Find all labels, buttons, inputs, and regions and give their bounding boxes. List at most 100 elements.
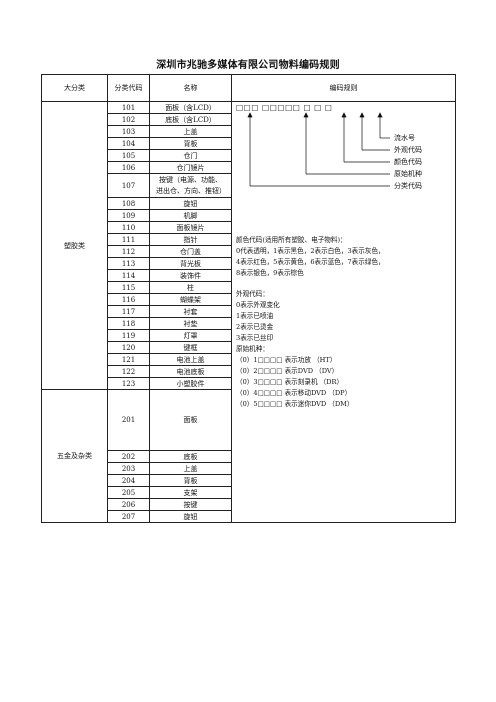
name-cell: 上盖 — [149, 462, 232, 475]
original-line: （0）1□□□□ 表示功放 （HT） — [236, 356, 337, 364]
rule-content: □□□ □□□□□ □ □ □ 流水号外观代码颜色代码原始机种分类代码颜色代码(适… — [233, 103, 455, 522]
code-structure-diagram — [247, 112, 390, 187]
name-cell: 背光板 — [149, 257, 232, 270]
name-cell: 装饰件 — [149, 269, 232, 282]
code-cell: 118 — [107, 317, 150, 330]
code-cell: 206 — [107, 498, 150, 511]
code-cell: 116 — [107, 293, 150, 306]
code-cell: 115 — [107, 281, 150, 294]
header-rule: 编码规则 — [231, 74, 456, 102]
code-cell: 107 — [107, 173, 150, 198]
rule-cell: □□□ □□□□□ □ □ □ 流水号外观代码颜色代码原始机种分类代码颜色代码(适… — [231, 101, 456, 523]
name-cell: 仓门盖 — [149, 245, 232, 258]
code-cell: 207 — [107, 510, 150, 523]
legend-original: 原始机种 — [394, 170, 422, 178]
rule-description: 颜色代码(适用所有塑胶、电子物料)： 0代表透明，1表示黑色，2表示白色，3表示灰… — [236, 235, 455, 410]
code-cell: 108 — [107, 197, 150, 210]
name-cell: 机脚 — [149, 209, 232, 222]
legend-category: 分类代码 — [394, 182, 422, 190]
name-cell: 电池底板 — [149, 365, 232, 378]
legend-serial: 流水号 — [394, 134, 415, 142]
name-cell: 面板 — [149, 389, 232, 451]
code-cell: 202 — [107, 450, 150, 463]
code-cell: 101 — [107, 101, 150, 114]
code-cell: 103 — [107, 125, 150, 138]
legend-appearance: 外观代码 — [394, 146, 422, 154]
header-name: 名称 — [149, 74, 232, 102]
page-title: 深圳市兆驰多媒体有限公司物料编码规则 — [156, 60, 340, 71]
category-cell: 塑胶类 — [41, 101, 108, 390]
code-cell: 120 — [107, 341, 150, 354]
code-cell: 106 — [107, 161, 150, 174]
appearance-line: 1表示已喷油 — [236, 312, 274, 320]
color-title: 颜色代码(适用所有塑胶、电子物料)： — [236, 236, 347, 244]
color-line: 0代表透明，1表示黑色，2表示白色，3表示灰色， — [236, 247, 385, 255]
appearance-title: 外观代码： — [236, 290, 269, 298]
appearance-line: 2表示已烫金 — [236, 323, 274, 331]
name-cell: 旋钮 — [149, 197, 232, 210]
name-cell: 支架 — [149, 486, 232, 499]
name-cell: 背板 — [149, 474, 232, 487]
name-cell: 仓门 — [149, 149, 232, 162]
code-cell: 119 — [107, 329, 150, 342]
code-cell: 123 — [107, 377, 150, 390]
legend-color: 颜色代码 — [394, 158, 422, 166]
name-cell: 面板镜片 — [149, 221, 232, 234]
original-line: （0）5□□□□ 表示迷你DVD （DM） — [236, 400, 354, 408]
code-cell: 104 — [107, 137, 150, 150]
original-line: （0）2□□□□ 表示DVD （DV） — [236, 367, 339, 375]
name-cell: 底板（含LCD） — [149, 113, 232, 126]
name-cell: 上盖 — [149, 125, 232, 138]
original-line: （0）3□□□□ 表示刻录机 （DR） — [236, 378, 344, 386]
name-cell: 仓门镜片 — [149, 161, 232, 174]
code-cell: 112 — [107, 245, 150, 258]
name-cell: 灯罩 — [149, 329, 232, 342]
name-cell: 柱 — [149, 281, 232, 294]
name-cell: 衬垫 — [149, 317, 232, 330]
name-cell: 蝴蝶架 — [149, 293, 232, 306]
appearance-line: 0表示外观变化 — [236, 301, 280, 309]
header-code: 分类代码 — [107, 74, 150, 102]
code-boxes: □□□ □□□□□ □ □ □ — [236, 103, 333, 112]
code-cell: 121 — [107, 353, 150, 366]
code-cell: 113 — [107, 257, 150, 270]
code-cell: 109 — [107, 209, 150, 222]
name-cell: 底板 — [149, 450, 232, 463]
appearance-line: 3表示已丝印 — [236, 334, 274, 342]
name-cell: 小塑胶件 — [149, 377, 232, 390]
original-title: 原始机种： — [236, 345, 269, 353]
category-cell: 五金及杂类 — [41, 389, 108, 523]
name-cell: 键框 — [149, 341, 232, 354]
code-cell: 114 — [107, 269, 150, 282]
code-cell: 111 — [107, 233, 150, 246]
code-cell: 205 — [107, 486, 150, 499]
name-cell: 背板 — [149, 137, 232, 150]
code-cell: 102 — [107, 113, 150, 126]
header-category: 大分类 — [41, 74, 108, 102]
original-line: （0）4□□□□ 表示移动DVD （DP） — [236, 389, 352, 397]
name-cell: 电池上盖 — [149, 353, 232, 366]
code-cell: 105 — [107, 149, 150, 162]
code-cell: 203 — [107, 462, 150, 475]
color-line: 8表示银色，9表示棕色 — [236, 269, 304, 277]
name-cell: 面板（含LCD） — [149, 101, 232, 114]
code-cell: 117 — [107, 305, 150, 318]
code-cell: 204 — [107, 474, 150, 487]
code-cell: 110 — [107, 221, 150, 234]
